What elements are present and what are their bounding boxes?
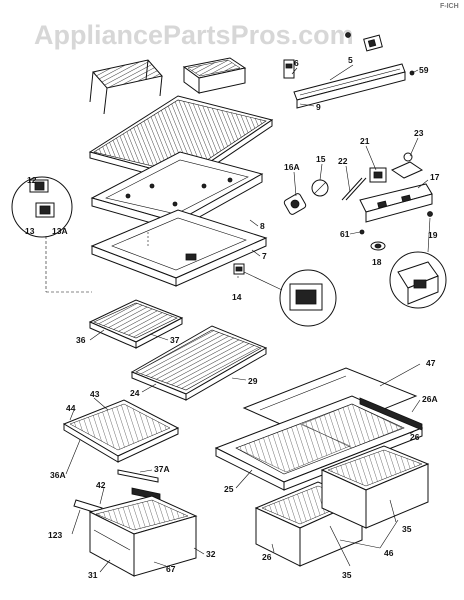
callout-16A: 16A <box>284 162 300 172</box>
callout-21: 21 <box>360 136 370 146</box>
wire-shelf-small <box>88 299 184 349</box>
callout-37: 37 <box>170 335 180 345</box>
callout-26: 26 <box>410 432 420 442</box>
callout-13A: 13A <box>52 226 68 236</box>
callout-22: 22 <box>338 156 348 166</box>
light-assembly <box>283 152 433 251</box>
callout-8: 8 <box>260 221 265 231</box>
callout-15: 15 <box>316 154 326 164</box>
callout-7: 7 <box>262 251 267 261</box>
callout-43: 43 <box>90 389 100 399</box>
detail-circle-supports <box>11 176 73 238</box>
callout-6: 6 <box>294 58 299 68</box>
callout-17: 17 <box>430 172 440 182</box>
callout-42: 42 <box>96 480 106 490</box>
callout-47: 47 <box>426 358 436 368</box>
callout-18: 18 <box>372 257 382 267</box>
corner-mark: F-ICH <box>440 3 459 10</box>
callout-5: 5 <box>348 55 353 65</box>
left-crisper-drawer <box>88 495 198 577</box>
top-wire-rack <box>89 59 163 115</box>
detail-circle-switch <box>389 217 447 309</box>
watermark: AppliancePartsPros.com <box>34 20 354 50</box>
callout-35-right: 35 <box>402 524 412 534</box>
callout-24: 24 <box>130 388 140 398</box>
callout-44: 44 <box>66 403 76 413</box>
callout-9: 9 <box>316 102 321 112</box>
callout-23: 23 <box>414 128 424 138</box>
trim-bar <box>293 63 406 109</box>
callout-31: 31 <box>88 570 98 580</box>
crisper-cover-glass <box>62 399 180 463</box>
callout-26-bottom: 26 <box>262 552 272 562</box>
callout-29: 29 <box>248 376 258 386</box>
callout-12: 12 <box>27 175 37 185</box>
callout-67: 67 <box>166 564 176 574</box>
callout-13: 13 <box>25 226 35 236</box>
leader-lines <box>65 64 429 573</box>
callout-32: 32 <box>206 549 216 559</box>
cover-frame <box>90 209 268 287</box>
callout-59: 59 <box>419 65 429 75</box>
callout-37A: 37A <box>154 464 170 474</box>
wire-shelf-large <box>130 325 268 401</box>
callout-25: 25 <box>224 484 234 494</box>
callout-61: 61 <box>340 229 350 239</box>
callout-labels: 5 6 9 59 12 13 13A 8 7 14 16A 15 22 21 2… <box>25 55 440 580</box>
callout-14: 14 <box>232 292 242 302</box>
callout-46: 46 <box>384 548 394 558</box>
callout-36A: 36A <box>50 470 66 480</box>
top-bin <box>182 57 247 94</box>
callout-19: 19 <box>428 230 438 240</box>
callout-35-bottom: 35 <box>342 570 352 580</box>
callout-36: 36 <box>76 335 86 345</box>
right-drawer-right <box>320 445 430 529</box>
detail-circle-damper <box>233 263 337 327</box>
callout-123: 123 <box>48 530 62 540</box>
callout-26A: 26A <box>422 394 438 404</box>
